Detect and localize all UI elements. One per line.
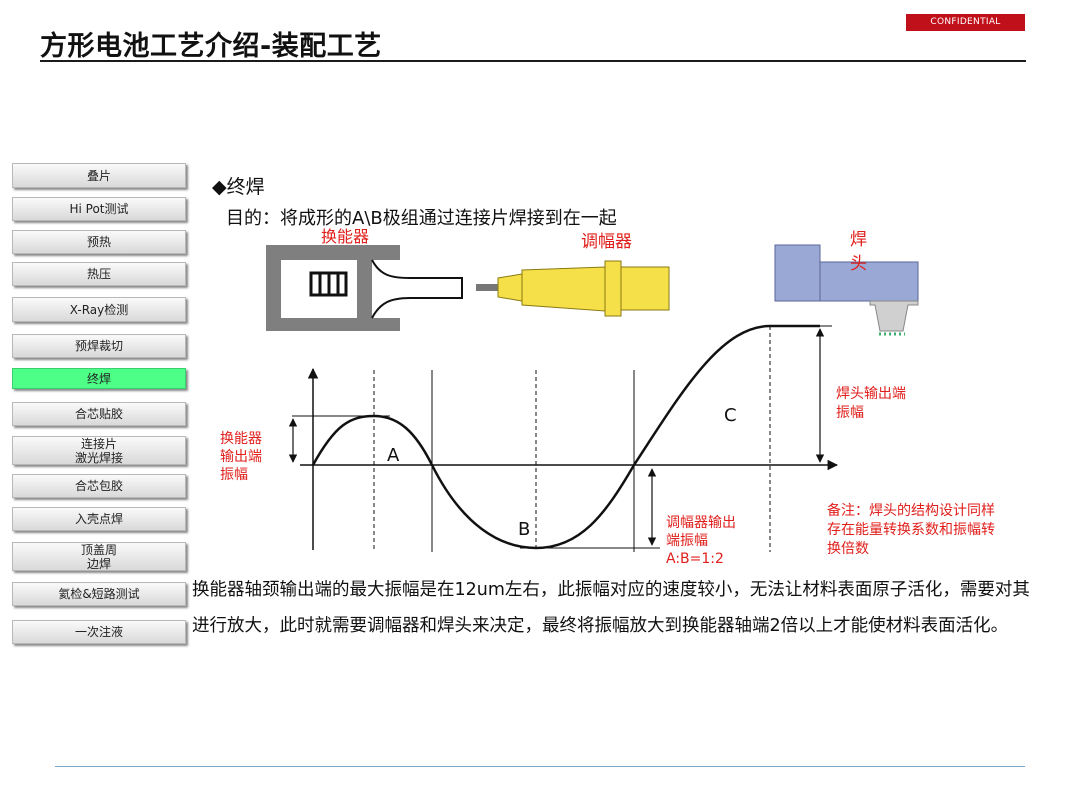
transducer-amplitude-label-1: 换能器 — [220, 430, 262, 447]
amplitude-waveform — [311, 324, 820, 550]
sidebar-item-label: 叠片 — [86, 168, 111, 183]
page-title: 方形电池工艺介绍-装配工艺 — [40, 31, 382, 62]
note-line-2: 存在能量转换系数和振幅转 — [827, 521, 995, 538]
point-b-label: B — [518, 519, 530, 540]
sidebar-item-case-spot-weld[interactable]: 入壳点焊 — [12, 507, 186, 531]
sidebar-item-xray-inspection[interactable]: X-Ray检测 — [12, 297, 186, 322]
title-divider — [40, 60, 1026, 62]
horn-amplitude-label-1: 焊头输出端 — [836, 386, 906, 402]
sidebar-item-label: 一次注液 — [74, 625, 123, 639]
booster-amplitude-label-2: 端振幅 — [666, 533, 708, 549]
sidebar-item-first-electrolyte-fill[interactable]: 一次注液 — [12, 620, 186, 644]
sidebar-item-label: 预热 — [86, 235, 111, 249]
sidebar-item-final-weld[interactable]: 终焊 — [12, 368, 186, 389]
sidebar-item-preheat[interactable]: 预热 — [12, 230, 186, 254]
sidebar-item-label: 顶盖周边焊 — [81, 543, 117, 571]
confidential-badge: CONFIDENTIAL — [906, 14, 1025, 31]
sidebar-item-label: X-Ray检测 — [69, 302, 129, 317]
sidebar-item-connector-laser-weld[interactable]: 连接片激光焊接 — [12, 436, 186, 465]
footer-divider — [55, 766, 1025, 767]
booster-illustration — [476, 260, 670, 317]
sidebar-item-label: 连接片激光焊接 — [75, 437, 123, 465]
sidebar-item-hot-press[interactable]: 热压 — [12, 262, 186, 286]
sidebar-item-label: 氦检&短路测试 — [58, 587, 140, 601]
transducer-label: 换能器 — [321, 227, 369, 246]
sidebar-item-pre-weld-cut[interactable]: 预焊裁切 — [12, 334, 186, 358]
transducer-illustration — [266, 245, 463, 331]
sidebar-item-helium-short-test[interactable]: 氦检&短路测试 — [12, 582, 186, 606]
label-line: 连接片 — [80, 436, 117, 451]
sidebar-item-label: 合芯包胶 — [74, 479, 123, 493]
purpose-text: 目的：将成形的A\B极组通过连接片焊接到在一起 — [226, 208, 617, 229]
note-line-3: 换倍数 — [827, 540, 869, 557]
explanation-paragraph: 换能器轴颈输出端的最大振幅是在12um左右，此振幅对应的速度较小，无法让材料表面… — [192, 580, 1030, 636]
label-line: 顶盖周 — [80, 542, 117, 557]
sidebar-item-label: 入壳点焊 — [74, 512, 123, 526]
sidebar-item-label: 预焊裁切 — [74, 339, 123, 353]
ratio-label: A:B=1:2 — [666, 551, 724, 567]
transducer-amplitude-label-3: 振幅 — [220, 467, 248, 483]
sidebar-item-top-cover-weld[interactable]: 顶盖周边焊 — [12, 542, 186, 571]
horn-amplitude-label-2: 振幅 — [836, 405, 864, 421]
label-line: 边焊 — [86, 556, 111, 571]
sidebar-item-hipot-test[interactable]: Hi Pot测试 — [12, 197, 186, 221]
sidebar-item-label: 热压 — [86, 267, 111, 281]
point-a-label: A — [387, 445, 400, 466]
point-c-label: C — [724, 405, 737, 426]
sidebar-item-label: 终焊 — [86, 371, 111, 386]
transducer-amplitude-label-2: 输出端 — [220, 449, 262, 465]
booster-label: 调幅器 — [581, 232, 632, 252]
sidebar-item-lamination[interactable]: 叠片 — [12, 163, 186, 188]
sidebar-item-label: Hi Pot测试 — [69, 202, 129, 216]
note-line-1: 备注：焊头的结构设计同样 — [827, 502, 995, 519]
sidebar-item-core-wrapping[interactable]: 合芯包胶 — [12, 474, 186, 498]
sidebar-item-label: 合芯贴胶 — [74, 407, 123, 421]
sidebar-item-core-taping[interactable]: 合芯贴胶 — [12, 402, 186, 426]
horn-label-line1: 焊 — [850, 230, 867, 250]
welding-horn-illustration — [774, 244, 919, 336]
booster-amplitude-label-1: 调幅器输出 — [666, 515, 736, 531]
ultrasonic-welding-diagram: 换能器 调幅器 焊 头 A B C 换能器 输出端 振幅 调幅器输出 端振幅 A… — [220, 227, 995, 567]
horn-label-line2: 头 — [850, 254, 867, 274]
section-heading: ◆终焊 — [212, 176, 265, 198]
label-line: 激光焊接 — [74, 450, 123, 465]
